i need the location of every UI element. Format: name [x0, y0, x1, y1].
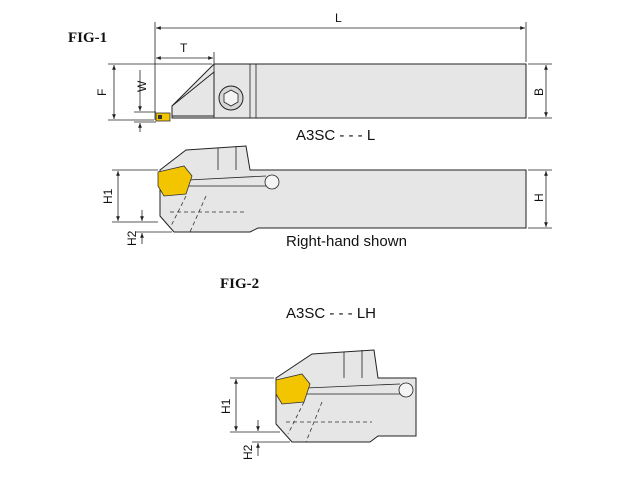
side-view-top-edges	[217, 146, 237, 170]
fig2-dim-h1-label: H1	[219, 398, 233, 414]
dim-h2-label: H2	[125, 230, 139, 246]
fig1-side-caption: Right-hand shown	[286, 233, 407, 250]
side-view-clamp-slot	[187, 175, 267, 187]
hex-socket-icon	[223, 89, 239, 107]
dim-l-label: L	[335, 11, 342, 25]
side-view-body	[159, 145, 527, 233]
fig2-body	[275, 349, 417, 443]
top-view-blade	[171, 70, 215, 117]
dim-t-label: T	[180, 41, 188, 55]
fig2-relief-hole	[398, 382, 414, 398]
side-view-insert	[157, 165, 193, 197]
insert-notch	[158, 115, 162, 119]
fig1-top-view: L T F W B A3SC - - - L	[95, 11, 552, 144]
dim-w-label: W	[135, 80, 149, 92]
fig2-top-edges	[343, 350, 363, 378]
top-view-insert	[155, 112, 171, 122]
fig2-side-view: H1 H2	[219, 349, 417, 460]
fig2-model-label: A3SC - - - LH	[286, 305, 376, 322]
dim-h1-label: H1	[101, 188, 115, 204]
fig2-insert	[275, 373, 311, 405]
dim-f-label: F	[95, 89, 109, 96]
fig2-clamp-slot	[305, 383, 401, 395]
dim-h-label: H	[532, 193, 546, 202]
fig1-label: FIG-1	[68, 30, 107, 46]
fig1-model-label: A3SC - - - L	[296, 127, 375, 144]
side-view-relief-hole	[264, 174, 280, 190]
fig2-dim-h2-label: H2	[241, 444, 255, 460]
dim-b-label: B	[532, 88, 546, 96]
top-view-shank	[171, 63, 527, 119]
fig2-label: FIG-2	[220, 276, 259, 292]
fig1-side-view: H1 H2 H Right-hand shown	[101, 145, 552, 250]
